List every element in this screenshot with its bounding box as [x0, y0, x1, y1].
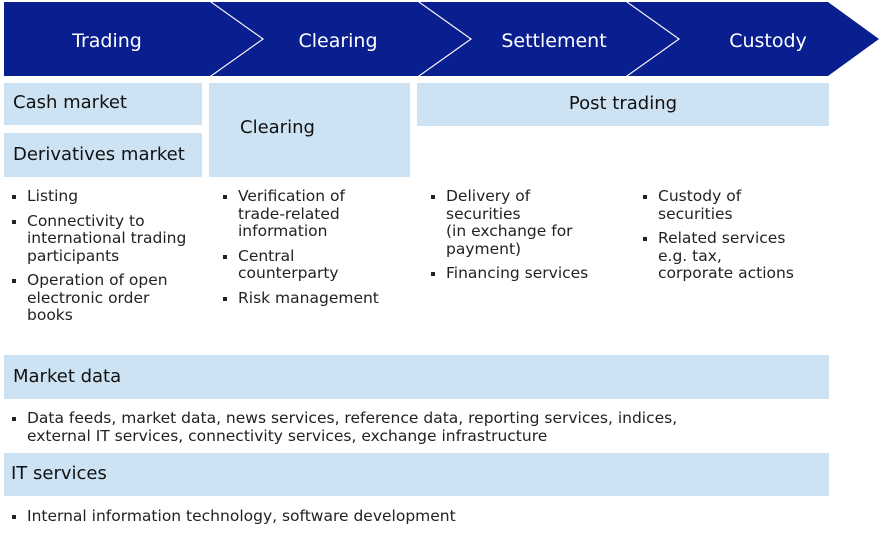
- list-item: Verification of trade-related informatio…: [219, 187, 414, 241]
- list-item: Risk management: [219, 289, 414, 308]
- stage-arrow-custody: [628, 2, 879, 76]
- stage-arrow-clearing: [212, 2, 470, 76]
- stage-label-custody: Custody: [729, 30, 807, 52]
- clearing-box: Clearing: [209, 83, 410, 177]
- it-services-bullet-list: Internal information technology, softwar…: [8, 507, 848, 533]
- list-item: Related services e.g. tax, corporate act…: [639, 229, 839, 283]
- list-item: Listing: [8, 187, 208, 206]
- stage-label-settlement: Settlement: [501, 30, 607, 52]
- list-item: Internal information technology, softwar…: [8, 507, 848, 526]
- custody-bullet-list: Custody of securities Related services e…: [639, 187, 839, 290]
- list-item: Custody of securities: [639, 187, 839, 223]
- stage-label-clearing: Clearing: [298, 30, 378, 52]
- market-data-box: Market data: [4, 355, 829, 399]
- trading-bullet-list: Listing Connectivity to international tr…: [8, 187, 208, 332]
- stage-arrow-trading: [4, 2, 262, 76]
- it-services-box: IT services: [4, 453, 829, 496]
- settlement-bullet-list: Delivery of securities (in exchange for …: [427, 187, 627, 290]
- clearing-bullet-list: Verification of trade-related informatio…: [219, 187, 414, 314]
- process-arrow-bar: [4, 2, 879, 76]
- stage-arrow-settlement: [420, 2, 678, 76]
- list-item: Financing services: [427, 264, 627, 283]
- stage-label-trading: Trading: [72, 30, 142, 52]
- list-item: Operation of open electronic order books: [8, 271, 208, 325]
- list-item: Data feeds, market data, news services, …: [8, 409, 848, 445]
- post-trading-box: Post trading: [417, 83, 829, 126]
- cash-market-box: Cash market: [4, 83, 202, 125]
- list-item: Central counterparty: [219, 247, 414, 283]
- derivatives-market-box: Derivatives market: [4, 133, 202, 177]
- list-item: Connectivity to international trading pa…: [8, 212, 208, 266]
- market-data-bullet-list: Data feeds, market data, news services, …: [8, 409, 848, 452]
- list-item: Delivery of securities (in exchange for …: [427, 187, 627, 258]
